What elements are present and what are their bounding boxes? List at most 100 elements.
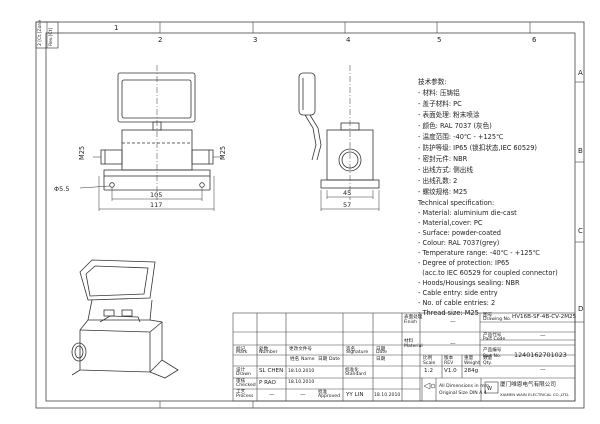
- tb-change-cn: 更改文件号: [289, 347, 312, 352]
- tb-approved-cn: 批准: [318, 390, 328, 395]
- zone-label-d: D: [578, 305, 584, 313]
- tb-sign-en: Signature: [346, 350, 369, 355]
- dim-117: 117: [150, 201, 162, 209]
- tb-tolerance-2: Original Size DIN A 4: [439, 391, 487, 396]
- tb-drawing-no-en: Drawing No.: [483, 317, 512, 322]
- zone-label-5: 5: [437, 36, 442, 44]
- dim-105: 105: [150, 191, 162, 199]
- specs-cn-line: - 出线孔数: 2: [418, 177, 458, 185]
- tb-weight-cn: 重量: [464, 356, 474, 361]
- company-name-cn: 厦门唯恩电气有限公司: [500, 382, 556, 388]
- specs-en-line: - Cable entry: side entry: [418, 289, 498, 297]
- specs-en-line: - Surface: powder-coated: [418, 229, 501, 237]
- tb-sign-cn: 签名: [346, 347, 356, 352]
- tb-date-cn: 日期: [376, 347, 386, 352]
- tb-qty-value: —: [540, 367, 546, 373]
- tb-rev-value: V1.0: [444, 368, 457, 374]
- tb-material-en: Material: [404, 344, 423, 349]
- tb-drawing-no-cn: 图号: [483, 313, 493, 318]
- title-block-grid: [232, 312, 576, 402]
- tb-number-en: Number: [259, 350, 278, 355]
- tb-process-name: —: [269, 392, 275, 398]
- tb-drawing-no-value: HV16B-SF-4B-CV-2M25: [512, 314, 577, 320]
- tb-scale-value: 1:2: [424, 368, 434, 374]
- tb-name-label-cn: 姓名: [290, 357, 300, 362]
- front-view: [100, 65, 214, 200]
- revision-label-1: 2 [Ct.]Zone: [38, 19, 43, 46]
- tb-weight-value: 284g: [464, 368, 479, 374]
- revision-label-2: Rev.[Ct]: [49, 27, 54, 46]
- specs-en-line: - Thread size: M25: [418, 309, 479, 317]
- projection-symbol: [423, 382, 431, 390]
- side-dimension-lines: [320, 190, 380, 211]
- tb-scale-en: Scale: [423, 361, 436, 366]
- specs-en-line: - Material: aluminium die-cast: [418, 209, 517, 217]
- outer-frame: [35, 21, 585, 409]
- tb-standard-en: Standard: [345, 372, 366, 377]
- tb-drawn-name: SL CHEN: [259, 368, 284, 374]
- tb-material-cn: 材料: [404, 339, 414, 344]
- tb-qty-en: Qty.: [483, 361, 492, 366]
- tb-drawn-cn: 设计: [236, 368, 246, 373]
- tb-drawn-en: Drawn: [236, 372, 251, 377]
- specs-cn-line: - 出线方式: 侧出线: [418, 166, 473, 174]
- specs-en-line: (acc.to IEC 60529 for coupled connector): [418, 269, 558, 277]
- dim-hole: Φ5.5: [54, 185, 69, 193]
- zone-label-b: B: [578, 147, 583, 155]
- zone-label-a: A: [578, 69, 583, 77]
- specs-en-line: - Material,cover: PC: [418, 219, 483, 227]
- iso-entry-left: [71, 342, 87, 362]
- specs-cn-line: - 密封元件: NBR: [418, 155, 468, 163]
- tb-date-label-cn-2: 日期: [376, 357, 386, 362]
- dim-45: 45: [343, 189, 351, 197]
- zone-label-6: 6: [532, 36, 537, 44]
- tb-part-no-cn: 产品编号: [483, 348, 502, 353]
- tb-process-cn: 工艺: [236, 390, 246, 395]
- inner-frame: [45, 32, 576, 402]
- specs-en-line: - Temperature range: -40℃ - +125℃: [418, 249, 541, 257]
- tb-name-label-en: Name: [301, 357, 315, 362]
- tb-tolerance-1: All Dimensions in mm: [439, 384, 490, 389]
- specs-cn-line: - 颜色: RAL 7037 (灰色): [418, 122, 492, 130]
- specs-cn-line: - 防护等级: IP65 (锁扣状态,IEC 60529): [418, 144, 537, 152]
- tb-rev-en: REV: [444, 361, 454, 366]
- tb-part-no-en: Part No.: [483, 354, 502, 359]
- tb-standard-cn: 标准化: [345, 368, 359, 373]
- tb-material-value: —: [450, 341, 456, 347]
- dim-57: 57: [343, 201, 351, 209]
- tb-finish-en: Finish: [404, 320, 418, 325]
- specs-cn-line: - 表面处理: 粉末喷涂: [418, 111, 480, 119]
- tb-finish-cn: 表面处理: [404, 315, 423, 320]
- tb-checked-cn: 审核: [236, 379, 246, 384]
- specs-cn-line: - 螺纹规格: M25: [418, 188, 468, 196]
- tb-process-en: Process: [236, 394, 254, 399]
- tb-part-code-value: —: [540, 333, 546, 339]
- zone-ticks-side: [575, 81, 584, 323]
- dim-m25-left: M25: [78, 146, 86, 160]
- zone-label-1: 1: [114, 24, 119, 32]
- specs-cn-line: - 材料: 压铸铝: [418, 89, 460, 97]
- specs-cn-line: - 盖子材料: PC: [418, 100, 462, 108]
- tb-part-code-cn: 产品代号: [483, 333, 502, 338]
- tb-mark-en: Mark: [236, 350, 248, 355]
- tb-date-label-en: Date: [329, 357, 340, 362]
- zone-label-4: 4: [346, 36, 351, 44]
- company-logo: [484, 381, 499, 394]
- tb-drawn-date: 18.10.2010: [288, 369, 315, 374]
- tb-date-label-cn: 日期: [318, 357, 328, 362]
- specs-en-line: - Colour: RAL 7037(grey): [418, 239, 500, 247]
- side-cover: [298, 72, 316, 116]
- specs-cn-title: 技术参数:: [418, 78, 447, 86]
- tb-qty-cn: 数量: [483, 356, 493, 361]
- front-dimension-lines: [79, 156, 222, 211]
- tb-approved-en: Approved: [318, 394, 341, 399]
- tb-checked-date: 18.10.2010: [288, 380, 315, 385]
- dim-m25-right: M25: [219, 146, 227, 160]
- zone-label-3: 3: [253, 36, 258, 44]
- iso-cover: [79, 259, 156, 301]
- side-entry: [338, 148, 362, 172]
- tb-number-cn: 处数: [259, 347, 269, 352]
- zone-ticks-top: [159, 22, 531, 408]
- side-view: [298, 65, 380, 200]
